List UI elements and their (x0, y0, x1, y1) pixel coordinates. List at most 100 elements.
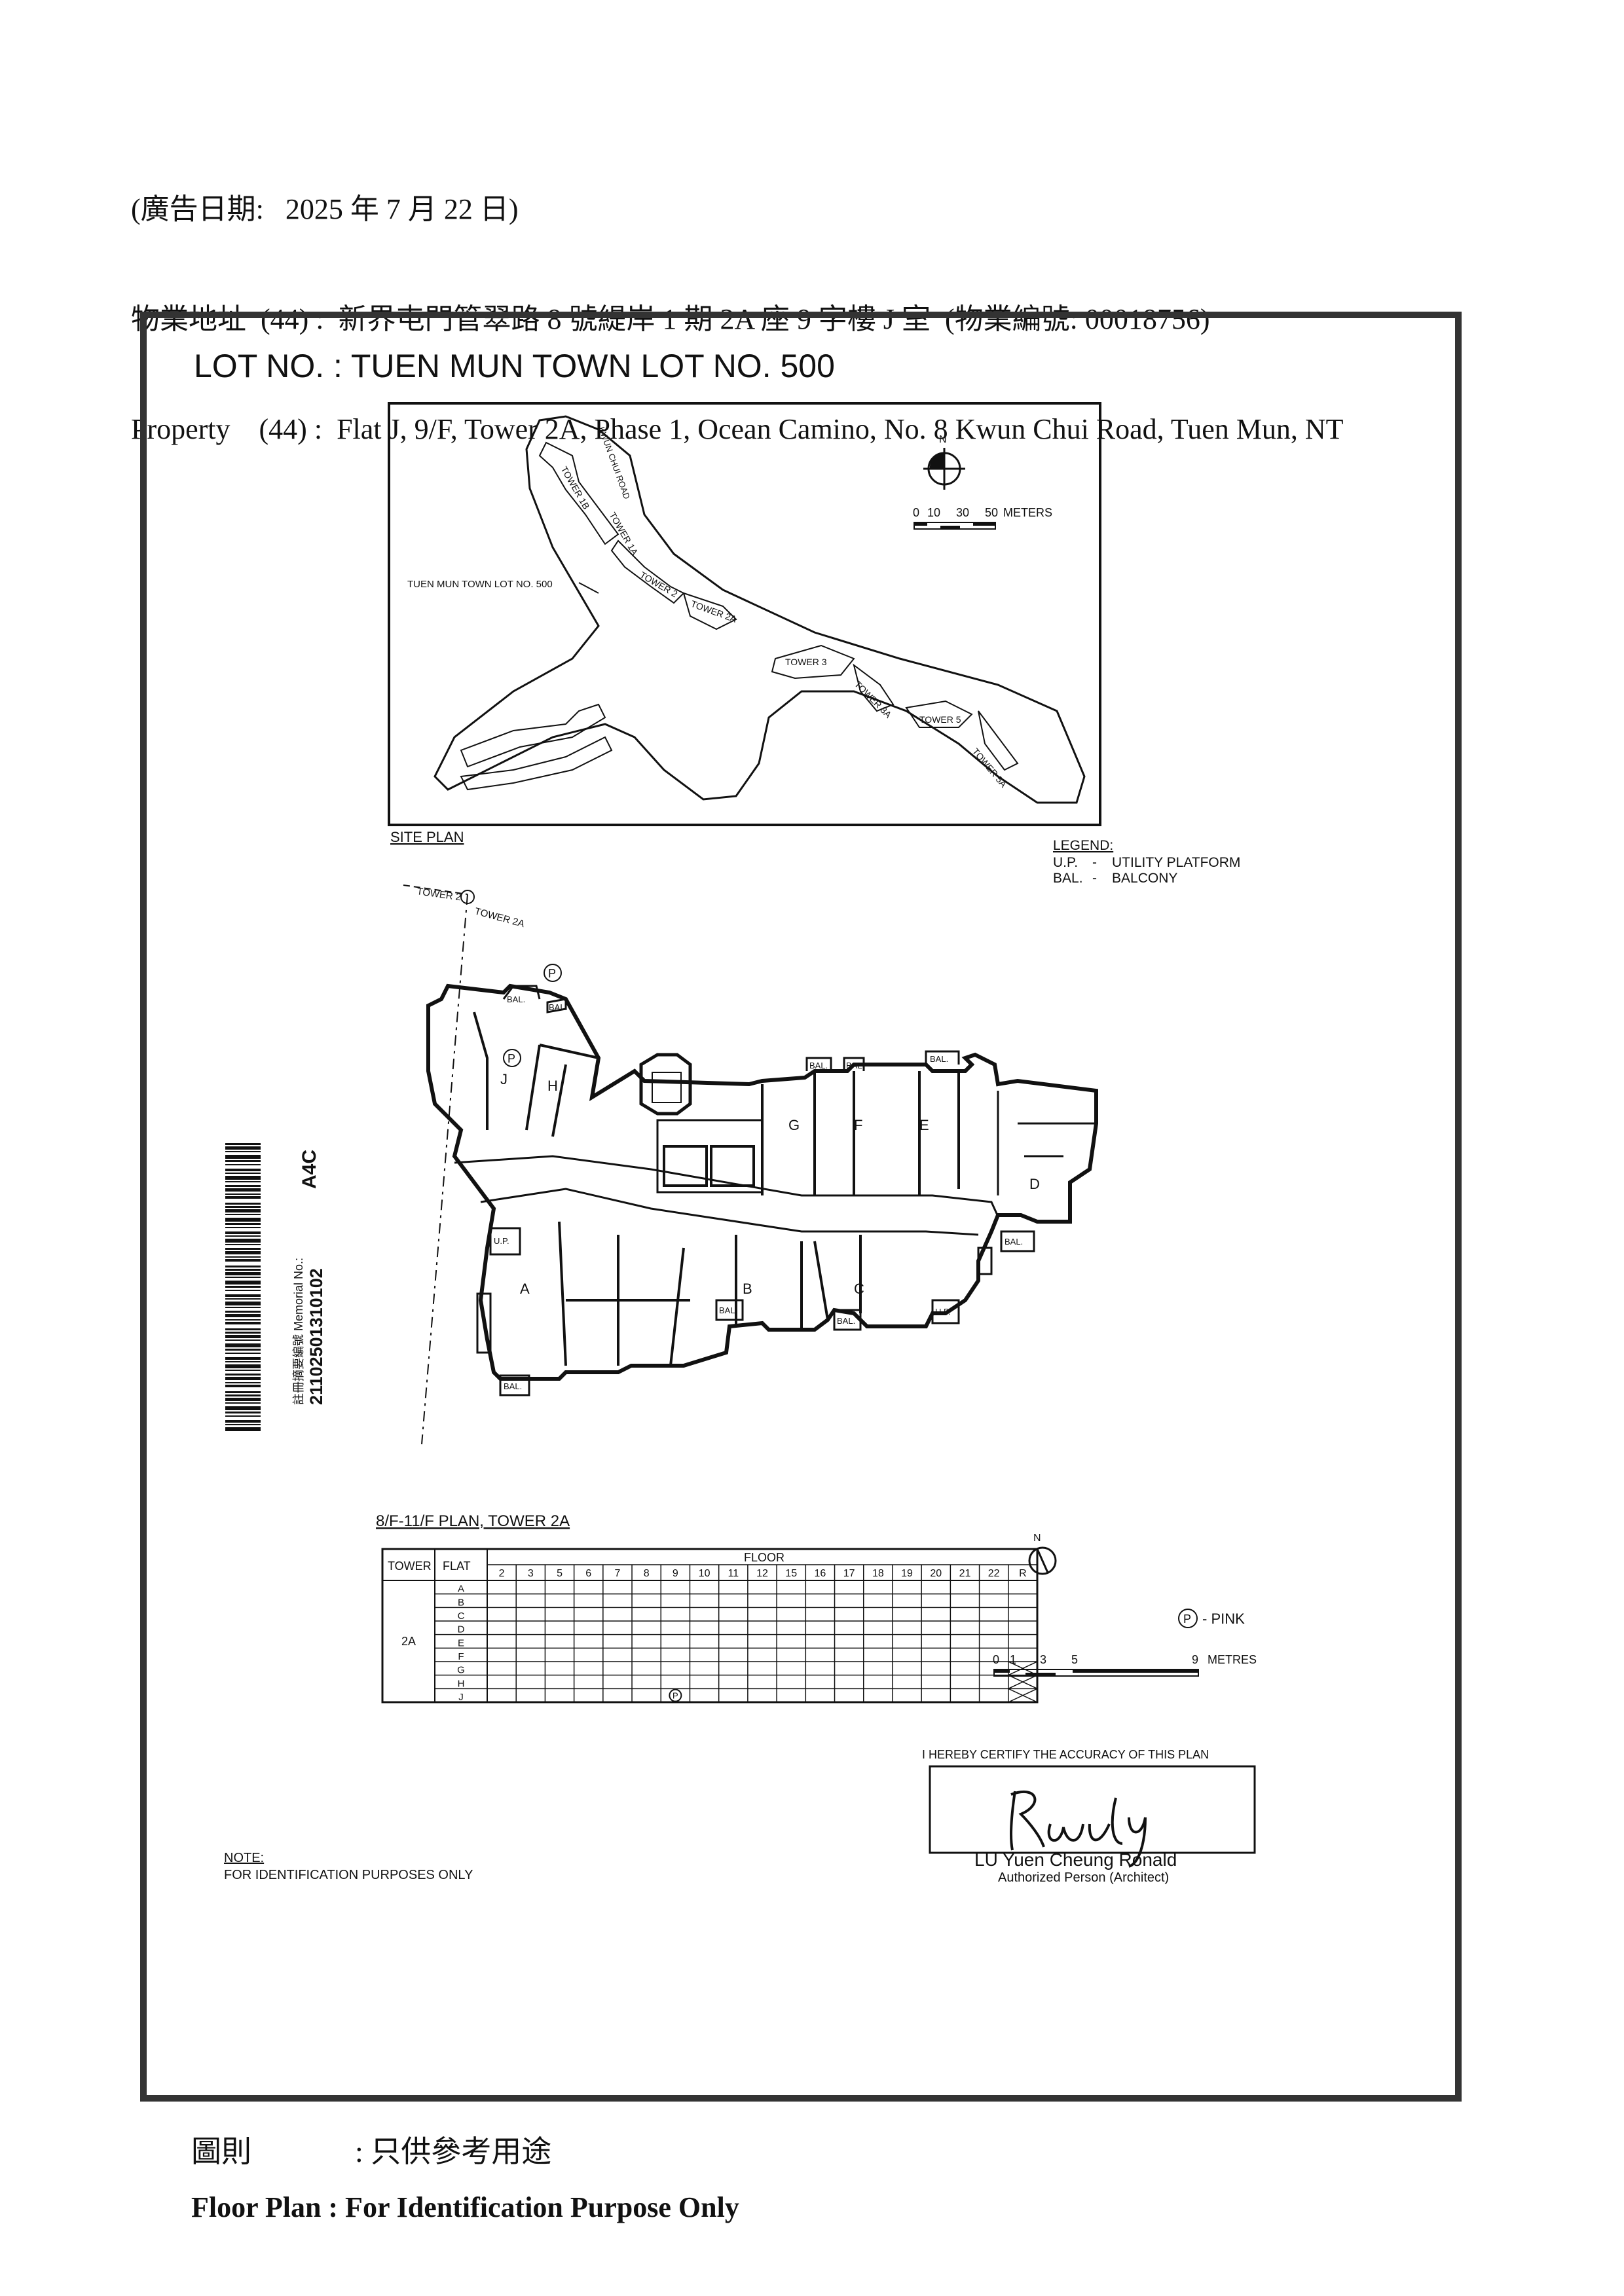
flat-label-a: A (520, 1281, 530, 1297)
certify-text: I HEREBY CERTIFY THE ACCURACY OF THIS PL… (922, 1748, 1209, 1761)
site-north-label: N (939, 434, 947, 445)
svg-text:BAL.: BAL. (549, 1002, 567, 1012)
pink-note: - PINK (1202, 1611, 1245, 1627)
table-floor-11: 11 (728, 1568, 739, 1579)
svg-text:30: 30 (956, 506, 969, 519)
site-plan-border (388, 402, 1101, 826)
corridor-line-bottom (480, 1188, 979, 1236)
table-floor-20: 20 (930, 1568, 942, 1579)
floor-plan-caption: 8/F-11/F PLAN, TOWER 2A (376, 1512, 570, 1530)
svg-text:BAL.: BAL. (507, 994, 525, 1004)
address-cn-label: 物業地址 (44) : (131, 303, 324, 335)
table-floor-3: 3 (528, 1568, 534, 1579)
table-flat-D: D (458, 1624, 465, 1635)
table-tower-value: 2A (401, 1635, 416, 1648)
flat-jh-walls (473, 1011, 599, 1137)
legend-code-bal: BAL. (1053, 871, 1083, 886)
bal-a (499, 1374, 530, 1396)
flat-label-c: C (854, 1281, 864, 1297)
flat-label-d: D (1029, 1176, 1040, 1192)
table-flat-F: F (458, 1651, 464, 1662)
header-block: (廣告日期: 2025 年 7 月 22 日) 物業地址 (44) : 新界屯門… (131, 118, 1344, 484)
tower-footprint-5 (905, 700, 973, 728)
svg-text:METRES: METRES (1208, 1653, 1257, 1666)
svg-text:METERS: METERS (1003, 506, 1052, 519)
flat-label-b: B (743, 1281, 752, 1297)
houses-row-1 (460, 703, 606, 768)
grid-axis (421, 894, 468, 1445)
tower-footprint-5a (978, 710, 1019, 771)
svg-text:-: - (1092, 855, 1097, 870)
floor-scale-bar: 0 1 3 5 9 METRES (993, 1653, 1257, 1677)
note-text: FOR IDENTIFICATION PURPOSES ONLY (224, 1868, 473, 1882)
stamp-code: A4C (299, 1150, 320, 1189)
svg-text:0: 0 (993, 1653, 999, 1666)
table-floor-9: 9 (673, 1568, 678, 1579)
flat-d-walls (997, 1091, 1096, 1195)
tower-label-2a: TOWER 2A (690, 598, 739, 625)
svg-text:-: - (1092, 871, 1097, 886)
table-header-floor: FLOOR (744, 1551, 784, 1564)
svg-text:1: 1 (1010, 1653, 1016, 1666)
table-flat-B: B (458, 1597, 464, 1608)
bal-jh (502, 985, 567, 1013)
lot-leader-line (578, 582, 599, 594)
property-line: Property (44) : Flat J, 9/F, Tower 2A, P… (131, 411, 1344, 448)
svg-text:U.P.: U.P. (935, 1307, 951, 1317)
p-marker-j (503, 1049, 521, 1067)
corridor-line-top (454, 1155, 999, 1217)
address-cn-value: 新界屯門管翠路 8 號緹岸 1 期 2A 座 9 字樓 J 室 (物業編號: 0… (338, 303, 1210, 335)
footer-en: Floor Plan : For Identification Purpose … (191, 2191, 739, 2223)
legend-text-up: UTILITY PLATFORM (1112, 855, 1240, 870)
lift-shaft-2 (710, 1145, 755, 1187)
table-flat-C: C (458, 1611, 465, 1622)
certify-name: LU Yuen Cheung Ronald (974, 1850, 1177, 1870)
barcode (225, 1143, 261, 1431)
bal-gfe (805, 1050, 960, 1071)
flat-label-j: J (500, 1071, 507, 1087)
note-title: NOTE: (224, 1851, 264, 1865)
signature-mark (1009, 1790, 1147, 1868)
address-cn-line: 物業地址 (44) : 新界屯門管翠路 8 號緹岸 1 期 2A 座 9 字樓 … (131, 301, 1344, 338)
svg-text:BAL.: BAL. (1005, 1237, 1023, 1247)
tower-footprint-3 (771, 644, 855, 680)
tower-footprint-2 (610, 539, 685, 604)
svg-text:3: 3 (1040, 1653, 1046, 1666)
bal-b (715, 1299, 744, 1321)
plan-frame: LOT NO. : TUEN MUN TOWN LOT NO. 500 KWUN… (140, 312, 1462, 2102)
legend-code-up: U.P. (1053, 855, 1078, 870)
grid-bubble (460, 890, 475, 904)
table-flat-A: A (458, 1584, 464, 1595)
svg-text:BAL.: BAL. (930, 1054, 948, 1064)
up-a (489, 1227, 521, 1256)
table-floor-17: 17 (843, 1568, 855, 1579)
svg-text:P: P (548, 967, 556, 980)
up-c (931, 1299, 960, 1324)
svg-text:0: 0 (913, 506, 919, 519)
signature-box (929, 1765, 1256, 1854)
legend-text-bal: BALCONY (1112, 871, 1177, 886)
legend-title: LEGEND: (1053, 838, 1113, 853)
table-header-flat: FLAT (443, 1559, 471, 1573)
grid-line-tower-2 (403, 884, 468, 895)
tower-ref-2: TOWER 2 (416, 886, 462, 903)
svg-text:50: 50 (985, 506, 998, 519)
table-marked-cell-icon (669, 1688, 682, 1702)
flat-gfe-walls (761, 1071, 960, 1195)
table-floor-10: 10 (699, 1568, 710, 1579)
svg-text:BAL.: BAL. (837, 1316, 855, 1326)
svg-text:BAL.: BAL. (504, 1381, 522, 1391)
table-floor-22: 22 (988, 1568, 1000, 1579)
bay-window-c (977, 1247, 993, 1275)
site-lot-label: TUEN MUN TOWN LOT NO. 500 (407, 579, 553, 590)
table-flat-E: E (458, 1637, 464, 1649)
table-floor-12: 12 (756, 1568, 768, 1579)
table-floor-16: 16 (815, 1568, 826, 1579)
floor-north-arrow-icon: N (1028, 1533, 1057, 1575)
bay-window-a (476, 1292, 492, 1354)
lot-title: LOT NO. : TUEN MUN TOWN LOT NO. 500 (194, 348, 835, 384)
tower-footprint-2a (682, 592, 737, 630)
svg-text:9: 9 (1192, 1653, 1198, 1666)
svg-text:10: 10 (927, 506, 940, 519)
table-floor-8: 8 (644, 1568, 650, 1579)
